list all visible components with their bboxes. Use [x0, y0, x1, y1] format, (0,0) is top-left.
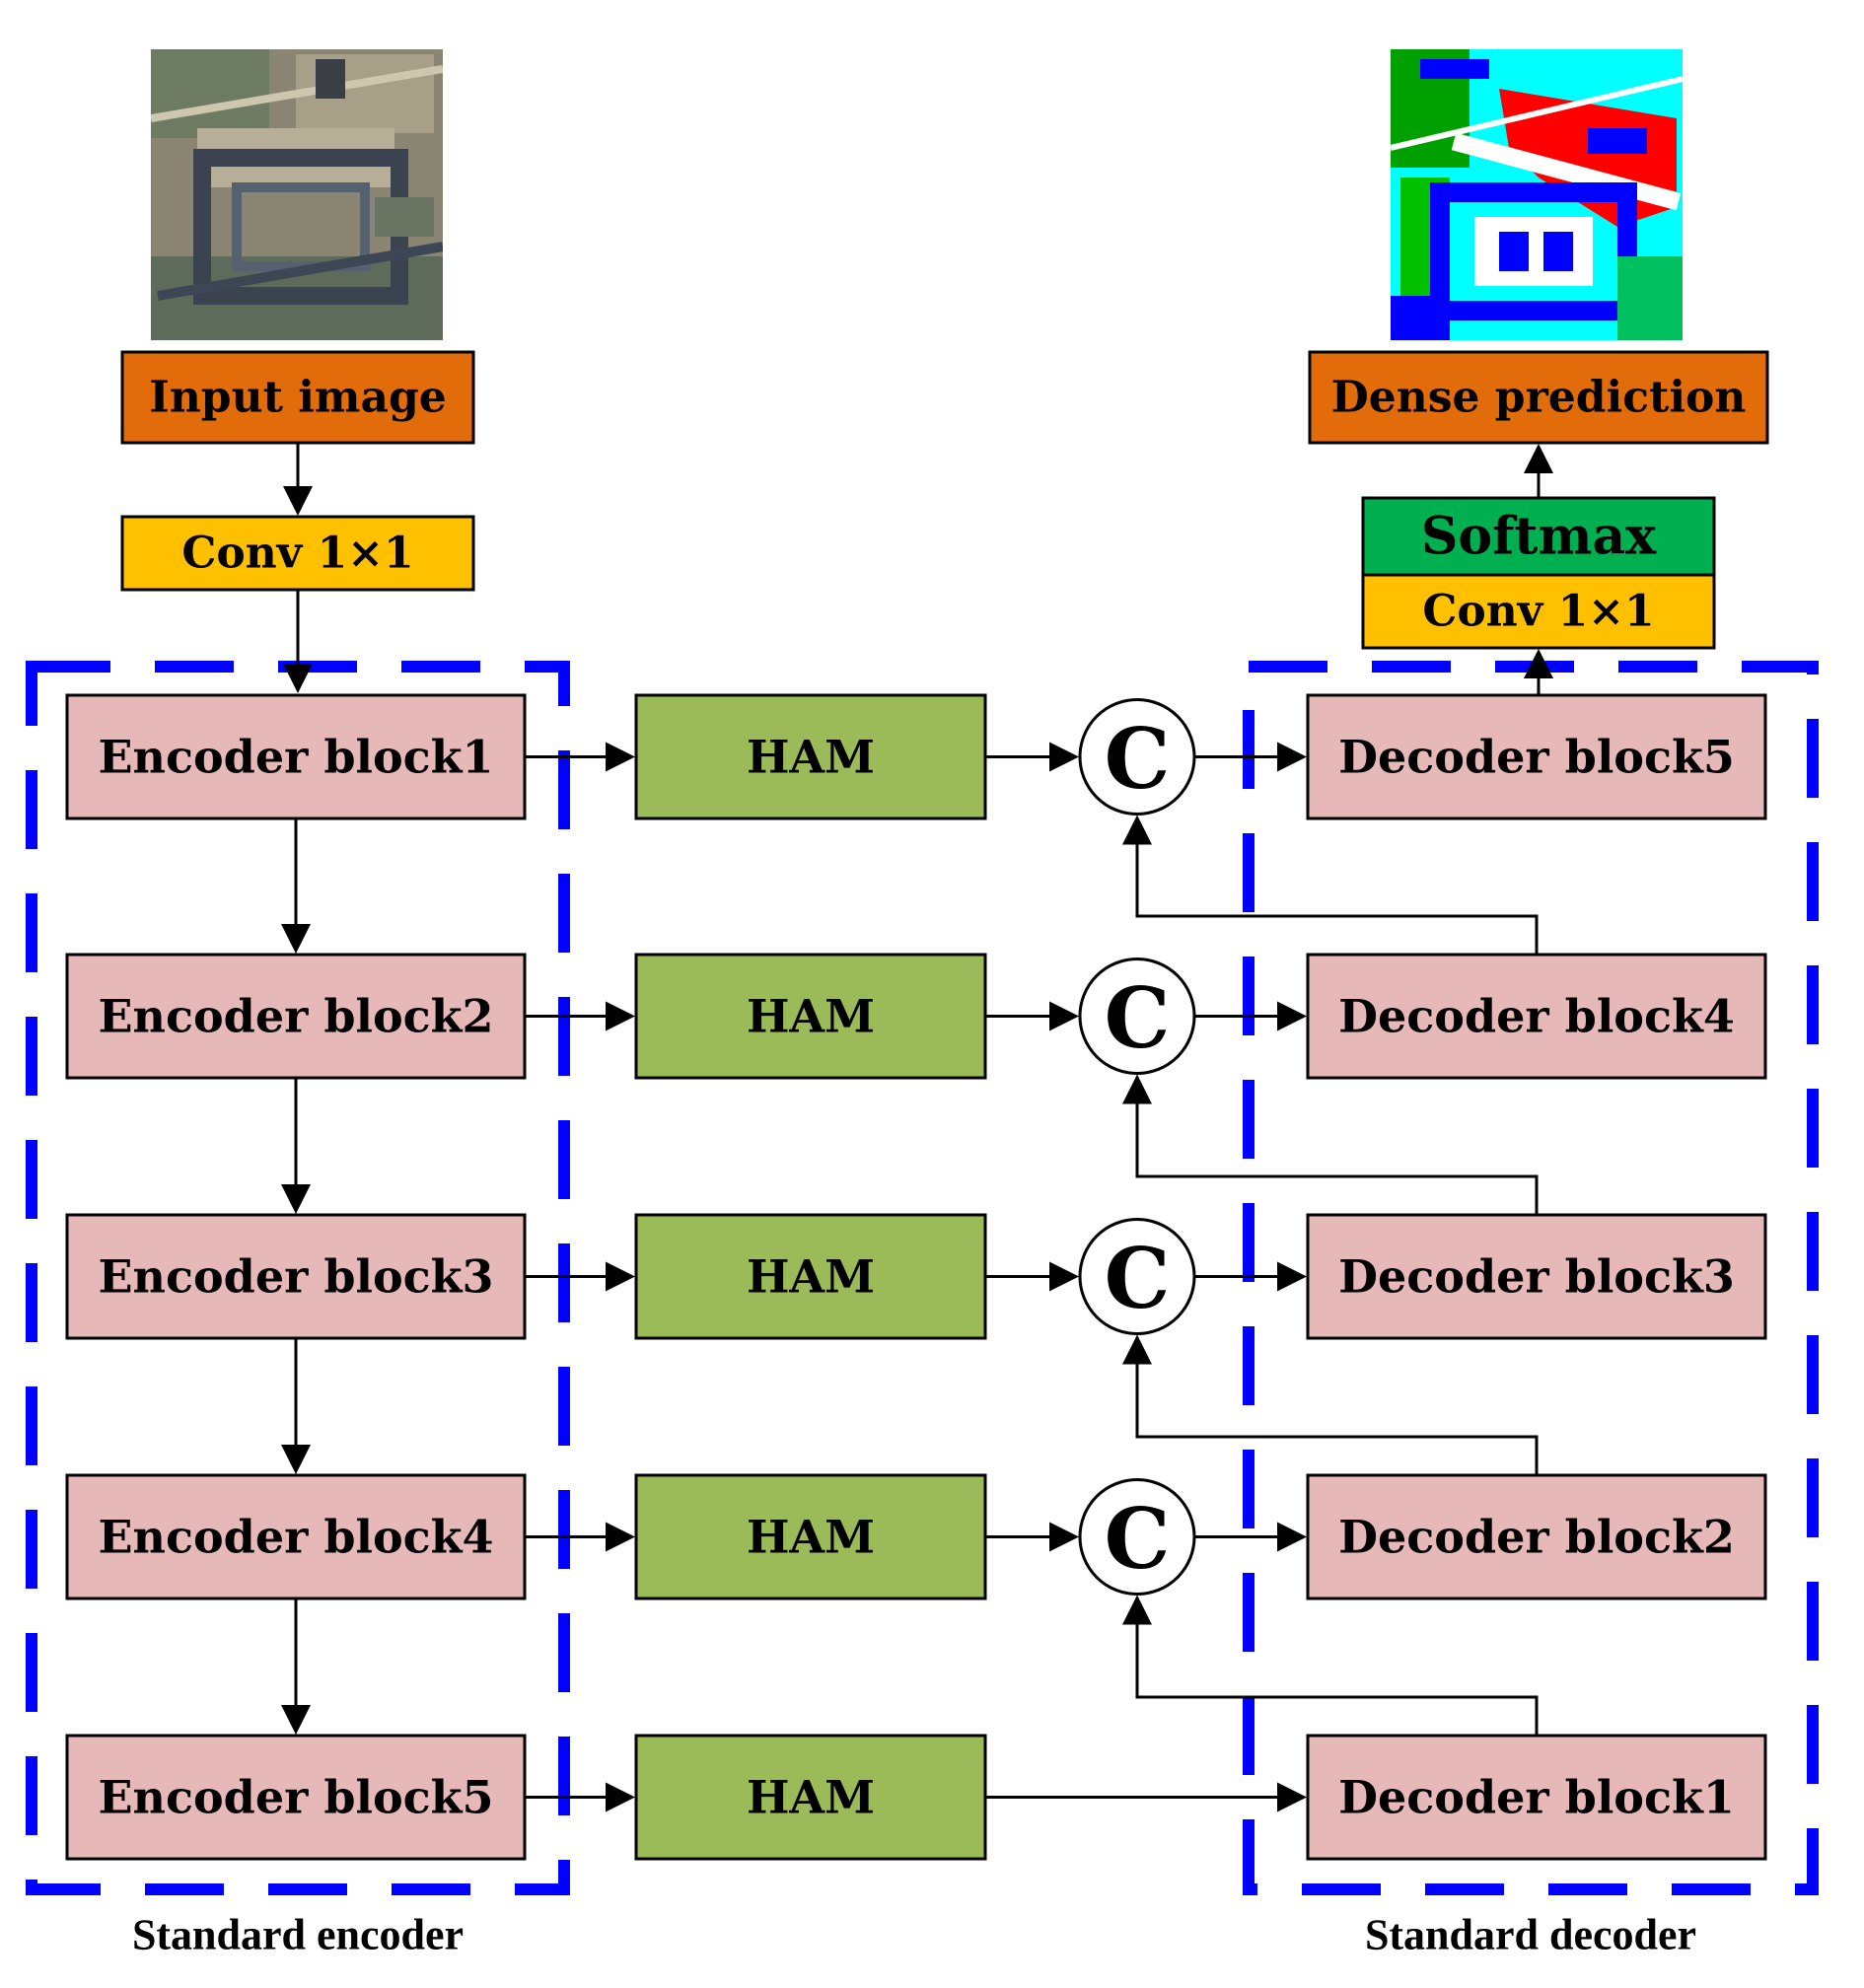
arrow-decoder-up-to-concat-1 [1122, 815, 1539, 955]
encoder-block-4-label: Encoder block4 [98, 1511, 493, 1564]
input-image-thumbnail [151, 49, 443, 340]
input-image-label: Input image [149, 373, 447, 423]
decoder-block-3 [1306, 1213, 1767, 1340]
decoder-block-4 [1306, 953, 1767, 1080]
softmax-label: Softmax [1421, 507, 1657, 567]
dense-prediction-thumbnail [1391, 49, 1683, 340]
encoder-block-3 [65, 1213, 527, 1340]
decoder-block-2 [1306, 1473, 1767, 1600]
concat-symbol-1: C [1105, 710, 1171, 808]
encoder-caption: Standard encoder [132, 1911, 464, 1959]
conv-output-label: Conv 1×1 [1422, 587, 1654, 637]
ham-block-3 [634, 1213, 987, 1340]
ham-block-4 [634, 1473, 987, 1600]
ham-block-1-label: HAM [747, 731, 875, 784]
dense-prediction-label: Dense prediction [1331, 373, 1747, 423]
decoder-block-1 [1306, 1734, 1767, 1861]
ham-block-1 [634, 693, 987, 820]
ham-block-2 [634, 953, 987, 1080]
softmax-box [1361, 496, 1716, 577]
decoder-caption: Standard decoder [1365, 1911, 1696, 1959]
arrow-decoder-up-to-concat-2 [1122, 1074, 1539, 1215]
ham-block-4-label: HAM [747, 1511, 875, 1564]
concat-symbol-4: C [1105, 1490, 1171, 1588]
decoder-block-1-label: Decoder block1 [1338, 1771, 1735, 1824]
encoder-block-5 [65, 1734, 527, 1861]
input-image-box [120, 350, 475, 445]
ham-block-2-label: HAM [747, 990, 875, 1043]
conv-output-box [1361, 573, 1716, 650]
encoder-block-2 [65, 953, 527, 1080]
dense-prediction-box [1308, 350, 1769, 445]
encoder-block-2-label: Encoder block2 [98, 990, 493, 1043]
decoder-block-5-label: Decoder block5 [1338, 731, 1735, 784]
decoder-block-2-label: Decoder block2 [1338, 1511, 1735, 1564]
ham-block-3-label: HAM [747, 1250, 875, 1304]
arrow-decoder-up-to-concat-4 [1122, 1595, 1539, 1736]
encoder-block-3-label: Encoder block3 [98, 1250, 493, 1304]
decoder-block-5 [1306, 693, 1767, 820]
encoder-block-5-label: Encoder block5 [98, 1771, 493, 1824]
concat-symbol-3: C [1105, 1230, 1171, 1327]
encoder-block-1 [65, 693, 527, 820]
decoder-block-4-label: Decoder block4 [1338, 990, 1735, 1043]
arrow-decoder-up-to-concat-3 [1122, 1334, 1539, 1475]
conv-input-label: Conv 1×1 [181, 529, 413, 579]
concat-symbol-2: C [1105, 969, 1171, 1067]
decoder-block-3-label: Decoder block3 [1338, 1250, 1735, 1304]
ham-block-5-label: HAM [747, 1771, 875, 1824]
encoder-block-1-label: Encoder block1 [98, 731, 493, 784]
